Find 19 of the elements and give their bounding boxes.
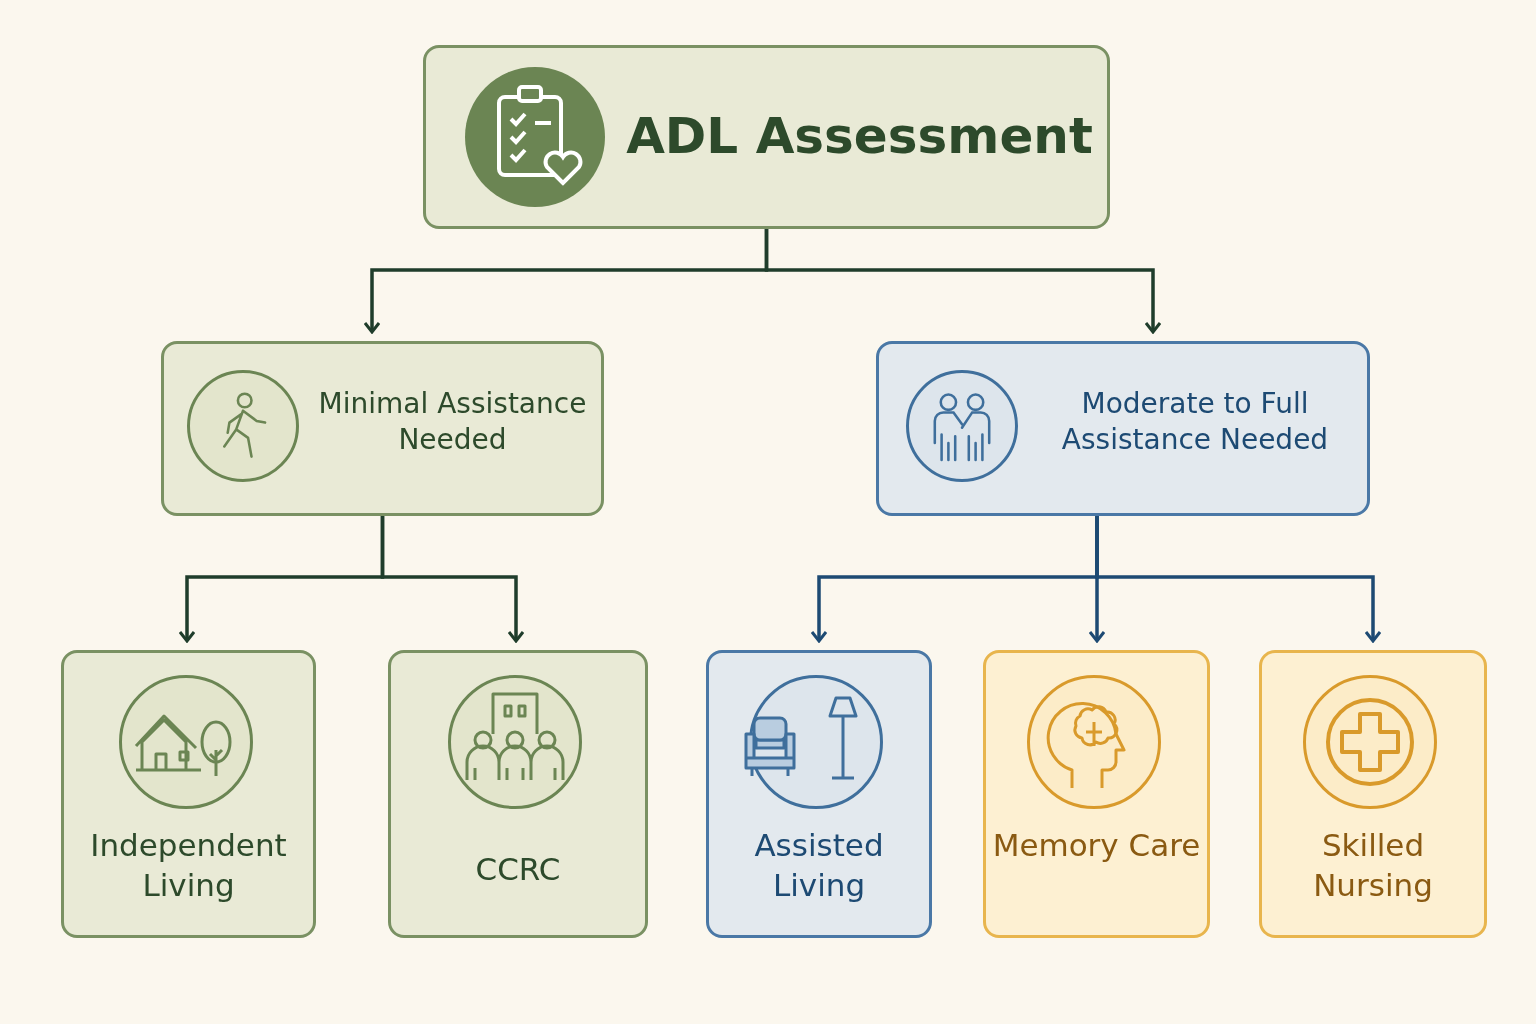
node-label: Minimal Assistance Needed	[317, 386, 588, 459]
node-label: Memory Care	[992, 826, 1201, 865]
arrow	[764, 229, 1162, 334]
care-option-box	[61, 650, 316, 938]
care-option-box	[388, 650, 648, 938]
node-label: Independent Living	[89, 826, 288, 906]
assessment-box	[423, 45, 1110, 229]
care-option-box	[1259, 650, 1487, 938]
node-label: Skilled Nursing	[1312, 826, 1434, 906]
node-label: Assisted Living	[753, 826, 885, 906]
title-text: ADL Assessment	[626, 106, 1093, 167]
care-option-box	[983, 650, 1210, 938]
node-label: CCRC	[474, 850, 562, 889]
arrow	[1095, 516, 1382, 643]
care-option-box	[706, 650, 932, 938]
node-label: Moderate to Full Assistance Needed	[1060, 386, 1330, 459]
arrow	[380, 516, 525, 643]
category-box	[876, 341, 1370, 516]
category-box	[161, 341, 604, 516]
